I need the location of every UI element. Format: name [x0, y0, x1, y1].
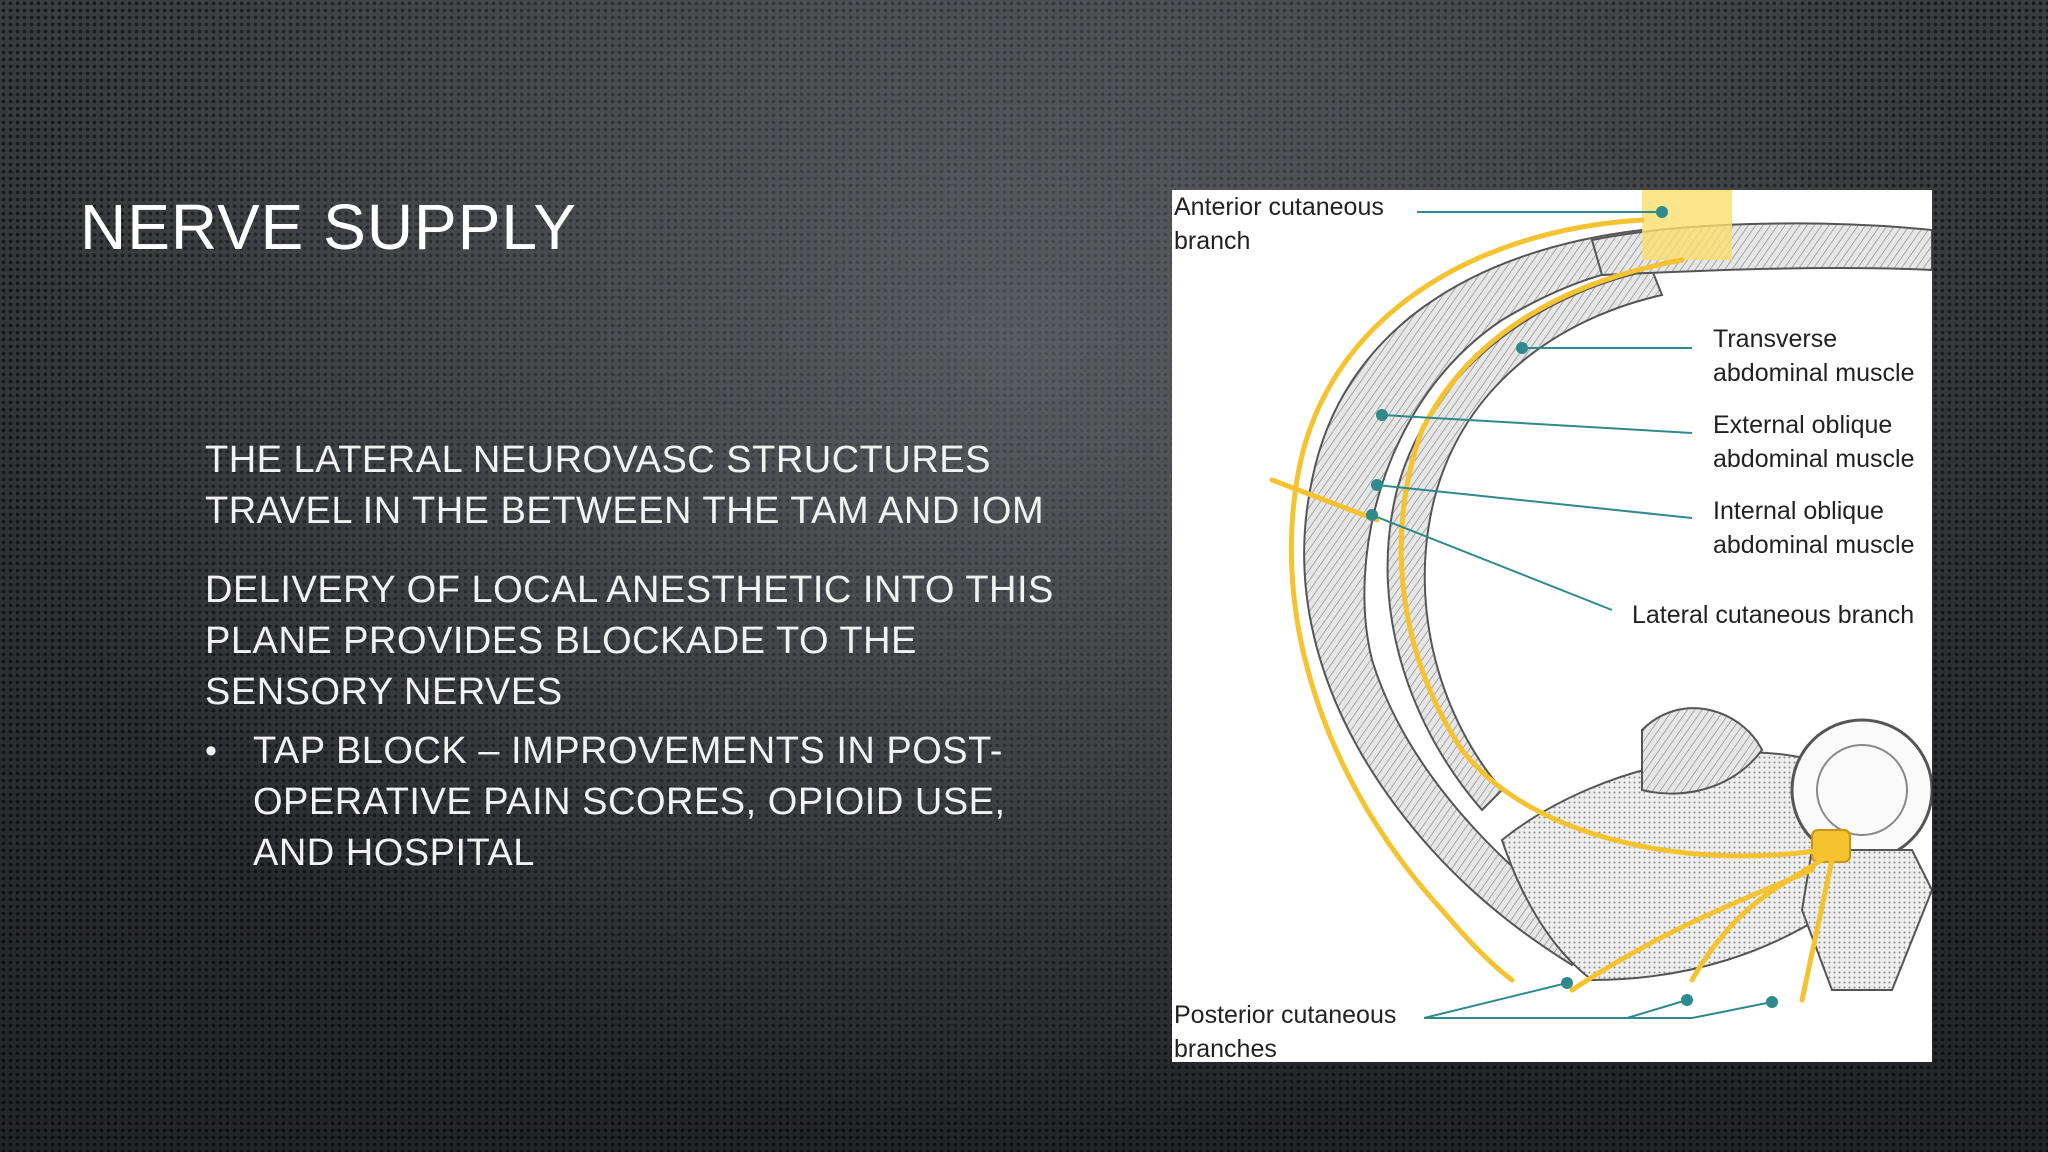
slide-body: THE LATERAL NEUROVASC STRUCTURES TRAVEL …: [205, 435, 1085, 879]
external-oblique-muscle: [1303, 228, 1654, 967]
body-paragraph-1: THE LATERAL NEUROVASC STRUCTURES TRAVEL …: [205, 439, 1045, 532]
label-transverse-line1: Transverse: [1713, 325, 1838, 353]
vertebral-body-inner: [1816, 744, 1908, 836]
spinal-ganglion: [1811, 829, 1851, 863]
bullet-text: TAP BLOCK – IMPROVEMENTS IN POST-OPERATI…: [253, 730, 1006, 874]
label-transverse-line2: abdominal muscle: [1713, 359, 1915, 387]
bullet-dot-icon: •: [205, 732, 218, 770]
label-external-line2: abdominal muscle: [1713, 445, 1915, 473]
pointer-dots: [1366, 206, 1778, 1008]
abdominal-wall-illustration: [1269, 190, 1932, 1019]
label-posterior-line1: Posterior cutaneous: [1174, 1001, 1397, 1029]
label-lateral-line1: Lateral cutaneous branch: [1632, 601, 1915, 629]
label-posterior-line2: branches: [1174, 1035, 1277, 1063]
bullet-item: • TAP BLOCK – IMPROVEMENTS IN POST-OPERA…: [205, 726, 1085, 879]
label-anterior-line2: branch: [1174, 227, 1251, 255]
vertebral-arch: [1800, 849, 1932, 991]
label-internal-oblique: Internal oblique abdominal muscle: [1713, 494, 1915, 562]
slide-title: NERVE SUPPLY: [80, 191, 577, 263]
label-internal-line2: abdominal muscle: [1713, 531, 1915, 559]
intercostal-nerves: [1269, 217, 1835, 1003]
label-internal-line1: Internal oblique: [1713, 497, 1884, 525]
label-external-line1: External oblique: [1713, 411, 1893, 439]
label-external-oblique: External oblique abdominal muscle: [1713, 408, 1915, 476]
body-paragraph-2: DELIVERY OF LOCAL ANESTHETIC INTO THIS P…: [205, 569, 1054, 713]
label-anterior-line1: Anterior cutaneous: [1174, 193, 1384, 221]
anatomy-figure: Anterior cutaneous branch Transverse abd…: [1172, 190, 1932, 1063]
label-posterior-cutaneous: Posterior cutaneous branches: [1174, 998, 1396, 1066]
label-pointer-lines: [1371, 211, 1773, 1019]
label-anterior-cutaneous: Anterior cutaneous branch: [1174, 190, 1384, 258]
psoas-muscle: [1641, 707, 1764, 795]
anterior-nerve-region: [1642, 190, 1732, 260]
label-transverse-abdominal: Transverse abdominal muscle: [1713, 322, 1915, 390]
label-lateral-cutaneous: Lateral cutaneous branch: [1632, 598, 1914, 632]
